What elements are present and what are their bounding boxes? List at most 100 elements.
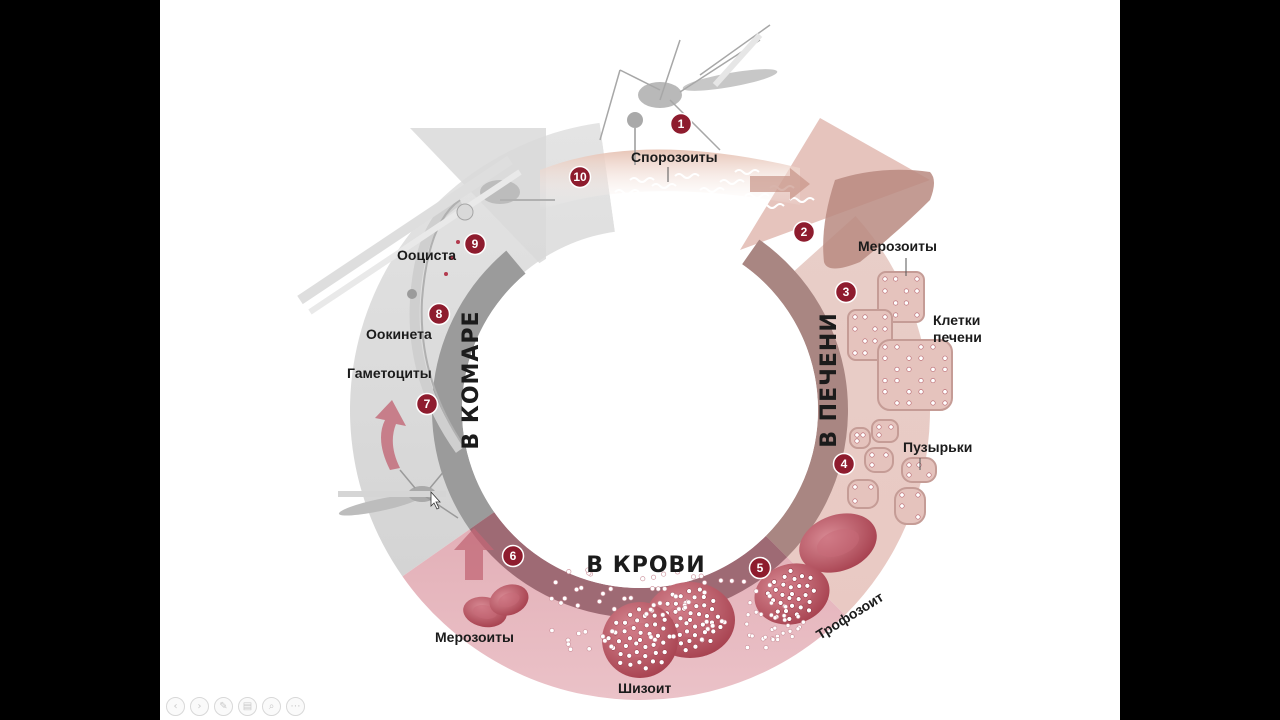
- merozoite-dot: [621, 596, 627, 602]
- label-vesicles: Пузырьки: [903, 439, 972, 455]
- step-badge-4: 4: [832, 452, 856, 476]
- inner-band-mosquito: [432, 250, 526, 530]
- schizont-cell: [602, 602, 678, 678]
- merozoite-dot: [648, 607, 654, 613]
- merozoite-dot: [609, 628, 615, 634]
- merozoite-dot: [585, 567, 591, 573]
- merozoite-dot: [698, 573, 704, 579]
- merozoite-dot: [775, 637, 781, 642]
- label-sporozoites: Спорозоиты: [631, 149, 718, 165]
- skin-band: [540, 149, 800, 210]
- merozoite-dot: [702, 580, 708, 586]
- liver-cells: [847, 271, 953, 525]
- step-number: 6: [510, 549, 517, 563]
- label-schizont: Шизоит: [618, 680, 671, 696]
- mosquito-top-illustration: [599, 24, 778, 165]
- sporozoite: [789, 197, 815, 203]
- malaria-life-cycle-diagram: В КОМАРЕ В ПЕЧЕНИ В КРОВИ Спорозоиты Мер…: [297, 24, 982, 701]
- vesicle: [871, 419, 899, 443]
- merozoite-dot: [568, 646, 574, 652]
- merozoite-dot: [600, 591, 606, 597]
- step-badge-2: 2: [792, 220, 816, 244]
- merozoite-dot: [662, 586, 668, 592]
- merozoite-dot: [749, 633, 755, 639]
- blood-cells: [463, 513, 877, 678]
- merozoite-dot: [576, 630, 582, 636]
- liver-organ: [823, 169, 934, 269]
- liver-entry-arrow: [750, 168, 810, 200]
- ring-center: [462, 232, 818, 588]
- zoom-icon[interactable]: ⌕: [262, 697, 281, 716]
- label-liver-cells-1: Клетки: [933, 312, 980, 328]
- merozoite-dot: [600, 633, 606, 639]
- merozoite-dot: [562, 595, 568, 601]
- merozoite-dot: [611, 606, 617, 612]
- merozoite-dot: [651, 574, 657, 580]
- sporozoite: [651, 183, 677, 189]
- merozoite-dot: [651, 602, 657, 608]
- mosquito-bottom-illustration: [338, 469, 459, 519]
- merozoite-dot: [652, 637, 658, 643]
- vesicle: [901, 457, 937, 483]
- label-liver-cells-2: печени: [933, 329, 982, 345]
- arrow-up-to-mosquito: [375, 400, 406, 470]
- vesicle: [864, 447, 894, 473]
- merozoite-dot: [772, 615, 778, 621]
- label-merozoites-blood: Мерозоиты: [435, 629, 514, 645]
- ring-label-blood: В КРОВИ: [586, 553, 705, 578]
- merozoite-dot: [699, 637, 705, 643]
- player-controls: ‹ › ✎ ▤ ⌕ ⋯: [166, 697, 305, 716]
- merozoite-dot: [660, 612, 666, 618]
- slide: В КОМАРЕ В ПЕЧЕНИ В КРОВИ Спорозоиты Мер…: [160, 0, 1120, 720]
- merozoite-dot: [753, 609, 759, 615]
- merozoite-dot: [673, 593, 679, 599]
- sporozoite: [699, 187, 725, 193]
- merozoite-dot: [744, 644, 750, 650]
- slides-icon[interactable]: ▤: [238, 697, 257, 716]
- merozoite-dot: [787, 628, 793, 634]
- mouse-cursor-icon: [430, 490, 441, 510]
- sporozoite: [759, 203, 785, 209]
- merozoite-dot: [565, 641, 571, 647]
- merozoite-dot: [575, 603, 581, 609]
- step-number: 4: [841, 457, 848, 471]
- merozoite-dot: [783, 604, 788, 610]
- inner-band-liver: [742, 239, 848, 558]
- step-badge-8: 8: [427, 302, 451, 326]
- label-ookinete: Оокинета: [366, 326, 432, 342]
- merozoite-dot: [767, 582, 773, 588]
- merozoite-dot: [582, 629, 588, 635]
- step-number: 10: [573, 170, 587, 184]
- merozoite-dot: [682, 605, 688, 611]
- red-blood-cell-small: [489, 584, 529, 616]
- merozoite-dot: [718, 578, 724, 584]
- merozoite-dot: [549, 628, 555, 634]
- merozoite-dot: [795, 614, 801, 619]
- chevron-left-icon[interactable]: ‹: [166, 697, 185, 716]
- merozoite-dot: [770, 637, 776, 642]
- merozoite-dot: [691, 574, 697, 580]
- merozoite-dot: [643, 611, 649, 617]
- merozoite-dot: [782, 617, 788, 623]
- merozoite-dot: [769, 612, 774, 618]
- label-gametocytes: Гаметоциты: [347, 365, 432, 381]
- merozoite-dot: [608, 644, 614, 650]
- sporozoite: [684, 195, 710, 201]
- merozoite-dot: [650, 586, 656, 592]
- arrow-up-merozoites: [454, 528, 494, 580]
- merozoite-dot: [675, 569, 681, 575]
- liver-cell-large: [877, 339, 953, 411]
- merozoite-dot: [769, 600, 774, 606]
- ring-label-liver: В ПЕЧЕНИ: [817, 312, 842, 448]
- pen-icon[interactable]: ✎: [214, 697, 233, 716]
- more-icon[interactable]: ⋯: [286, 697, 305, 716]
- merozoite-dot: [686, 599, 692, 605]
- merozoite-dot: [661, 571, 667, 577]
- merozoite-dot: [628, 595, 634, 601]
- chevron-right-icon[interactable]: ›: [190, 697, 209, 716]
- merozoite-dot: [702, 589, 708, 595]
- step-number: 8: [436, 307, 443, 321]
- merozoite-dot: [578, 585, 584, 591]
- merozoite-dot: [586, 646, 592, 652]
- merozoite-dot: [747, 600, 753, 606]
